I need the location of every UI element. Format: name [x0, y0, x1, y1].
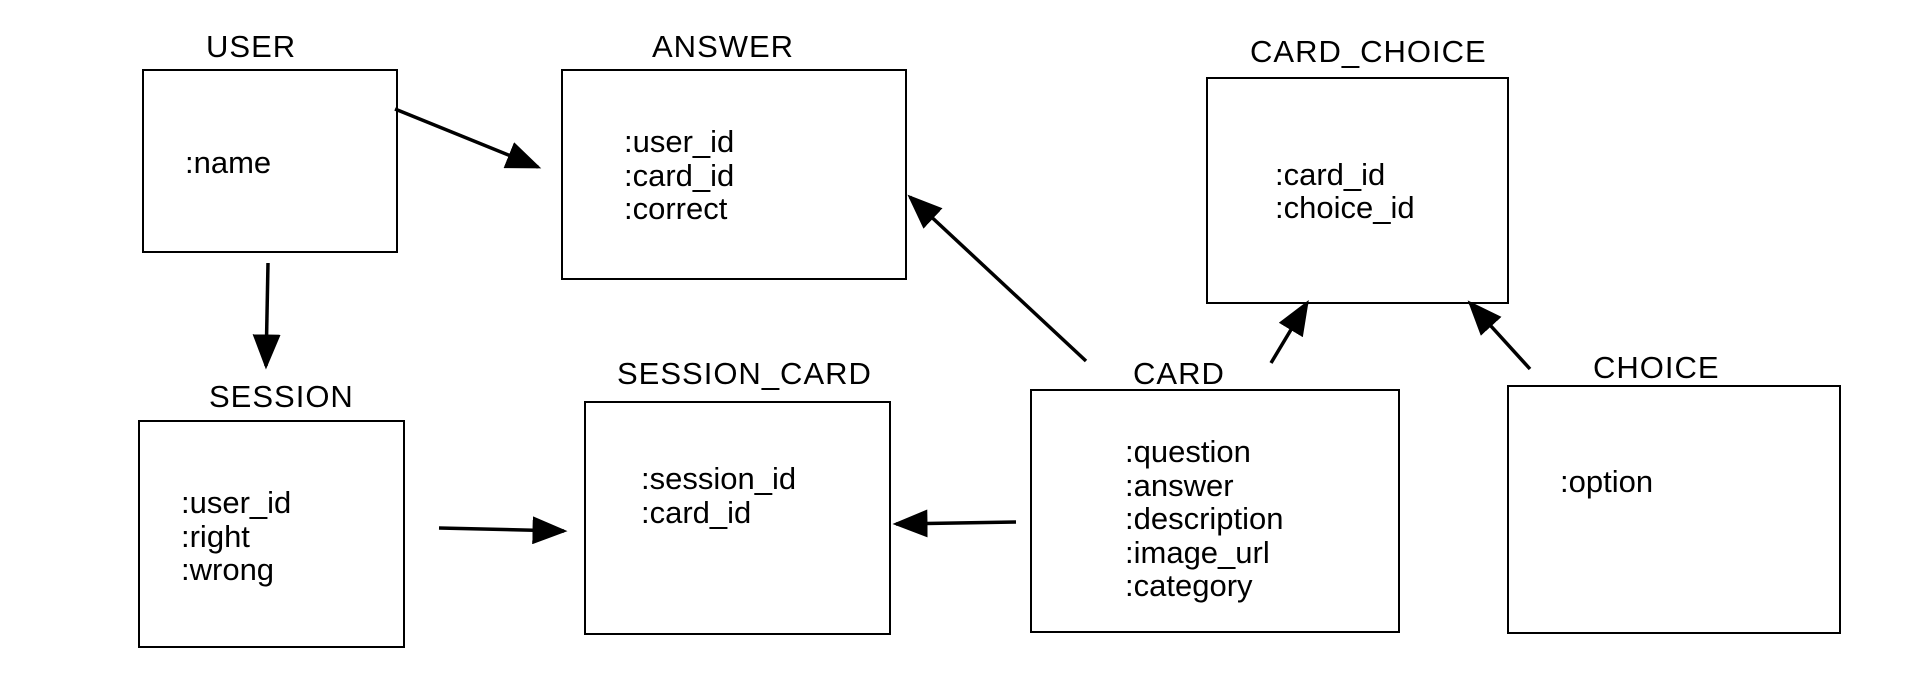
- relation-arrow-card-card-choice: [1269, 299, 1309, 364]
- field-card-description: :description: [1125, 501, 1284, 536]
- entity-box-session-card: [584, 401, 891, 635]
- entity-title-card: CARD: [1133, 356, 1225, 391]
- entity-title-answer: ANSWER: [652, 29, 794, 64]
- entity-card-choice: CARD_CHOICE :card_id :choice_id: [1206, 34, 1509, 304]
- relation-arrow-card-session-card: [892, 509, 1017, 538]
- entity-box-choice: [1507, 385, 1841, 634]
- entity-title-user: USER: [206, 29, 296, 64]
- relation-arrow-session-session-card: [438, 516, 568, 545]
- field-session-card-session-id: :session_id: [641, 461, 796, 496]
- entity-box-card-choice: [1206, 77, 1509, 304]
- relation-arrow-card-answer: [907, 194, 1088, 363]
- relation-arrow-choice-card-choice: [1467, 300, 1532, 371]
- field-card-choice-choice-id: :choice_id: [1275, 190, 1415, 225]
- relation-arrow-user-session: [252, 262, 281, 370]
- field-card-image-url: :image_url: [1125, 535, 1270, 570]
- entity-box-session: [138, 420, 405, 648]
- field-card-category: :category: [1125, 568, 1253, 603]
- entity-title-session: SESSION: [209, 379, 354, 414]
- field-session-user-id: :user_id: [181, 485, 291, 520]
- field-choice-option: :option: [1560, 464, 1653, 499]
- field-card-answer: :answer: [1125, 468, 1234, 503]
- entity-session-card: SESSION_CARD :session_id :card_id: [584, 356, 891, 635]
- entity-title-session-card: SESSION_CARD: [617, 356, 872, 391]
- entity-box-answer: [561, 69, 907, 280]
- field-answer-user-id: :user_id: [624, 124, 734, 159]
- entity-answer: ANSWER :user_id :card_id :correct: [561, 29, 907, 280]
- field-session-wrong: :wrong: [181, 552, 274, 587]
- field-card-question: :question: [1125, 434, 1251, 469]
- entity-title-choice: CHOICE: [1593, 350, 1720, 385]
- entity-card: CARD :question :answer :description :ima…: [1030, 356, 1400, 633]
- field-answer-card-id: :card_id: [624, 158, 734, 193]
- entity-user: USER :name: [142, 29, 398, 253]
- entity-box-user: [142, 69, 398, 253]
- field-session-right: :right: [181, 519, 250, 554]
- relation-arrow-user-answer: [394, 107, 542, 169]
- entity-session: SESSION :user_id :right :wrong: [138, 379, 405, 648]
- field-session-card-card-id: :card_id: [641, 495, 751, 530]
- field-user-name: :name: [185, 145, 271, 180]
- entity-box-card: [1030, 389, 1400, 633]
- field-card-choice-card-id: :card_id: [1275, 157, 1385, 192]
- entity-choice: CHOICE :option: [1507, 350, 1841, 634]
- field-answer-correct: :correct: [624, 191, 728, 226]
- entity-title-card-choice: CARD_CHOICE: [1250, 34, 1487, 69]
